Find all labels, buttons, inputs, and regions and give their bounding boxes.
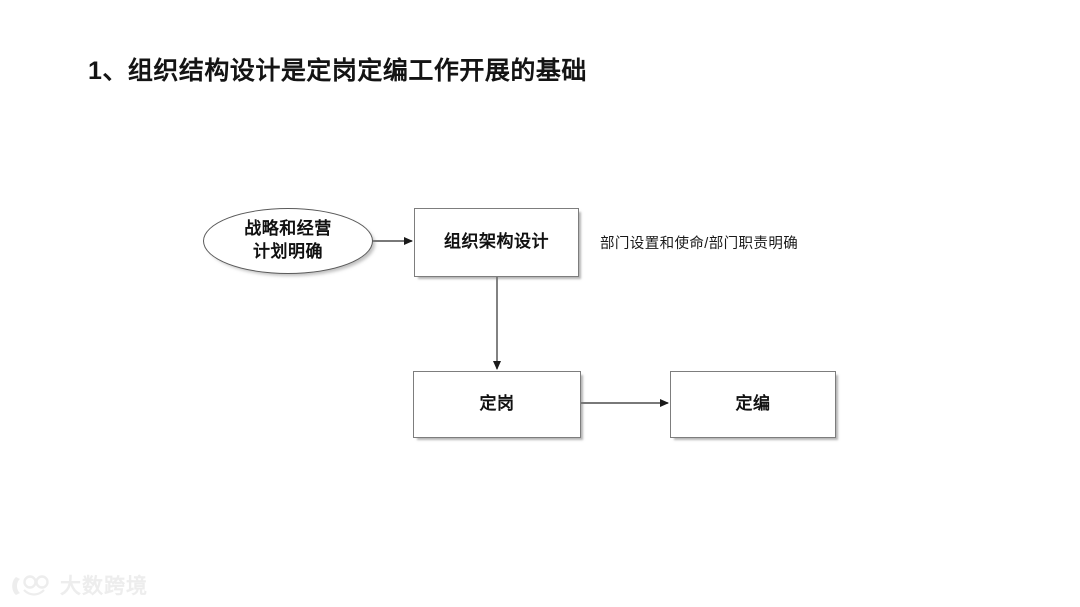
node-post-setting-label: 定岗 <box>479 394 515 414</box>
node-staffing-quota-label: 定编 <box>735 394 771 414</box>
annotation-department-note: 部门设置和使命/部门职责明确 <box>600 236 799 252</box>
node-strategy-plan-line1: 战略和经营 <box>244 219 332 239</box>
node-org-structure-design[interactable]: 组织架构设计 <box>414 208 579 277</box>
node-strategy-plan-line2: 计划明确 <box>253 242 323 261</box>
node-staffing-quota[interactable]: 定编 <box>670 371 836 438</box>
node-strategy-plan-label: 战略和经营 计划明确 <box>244 218 332 264</box>
node-org-structure-design-label: 组织架构设计 <box>444 232 549 252</box>
page-title: 1、组织结构设计是定岗定编工作开展的基础 <box>88 57 587 85</box>
node-post-setting[interactable]: 定岗 <box>413 371 581 438</box>
node-strategy-plan[interactable]: 战略和经营 计划明确 <box>203 208 373 274</box>
